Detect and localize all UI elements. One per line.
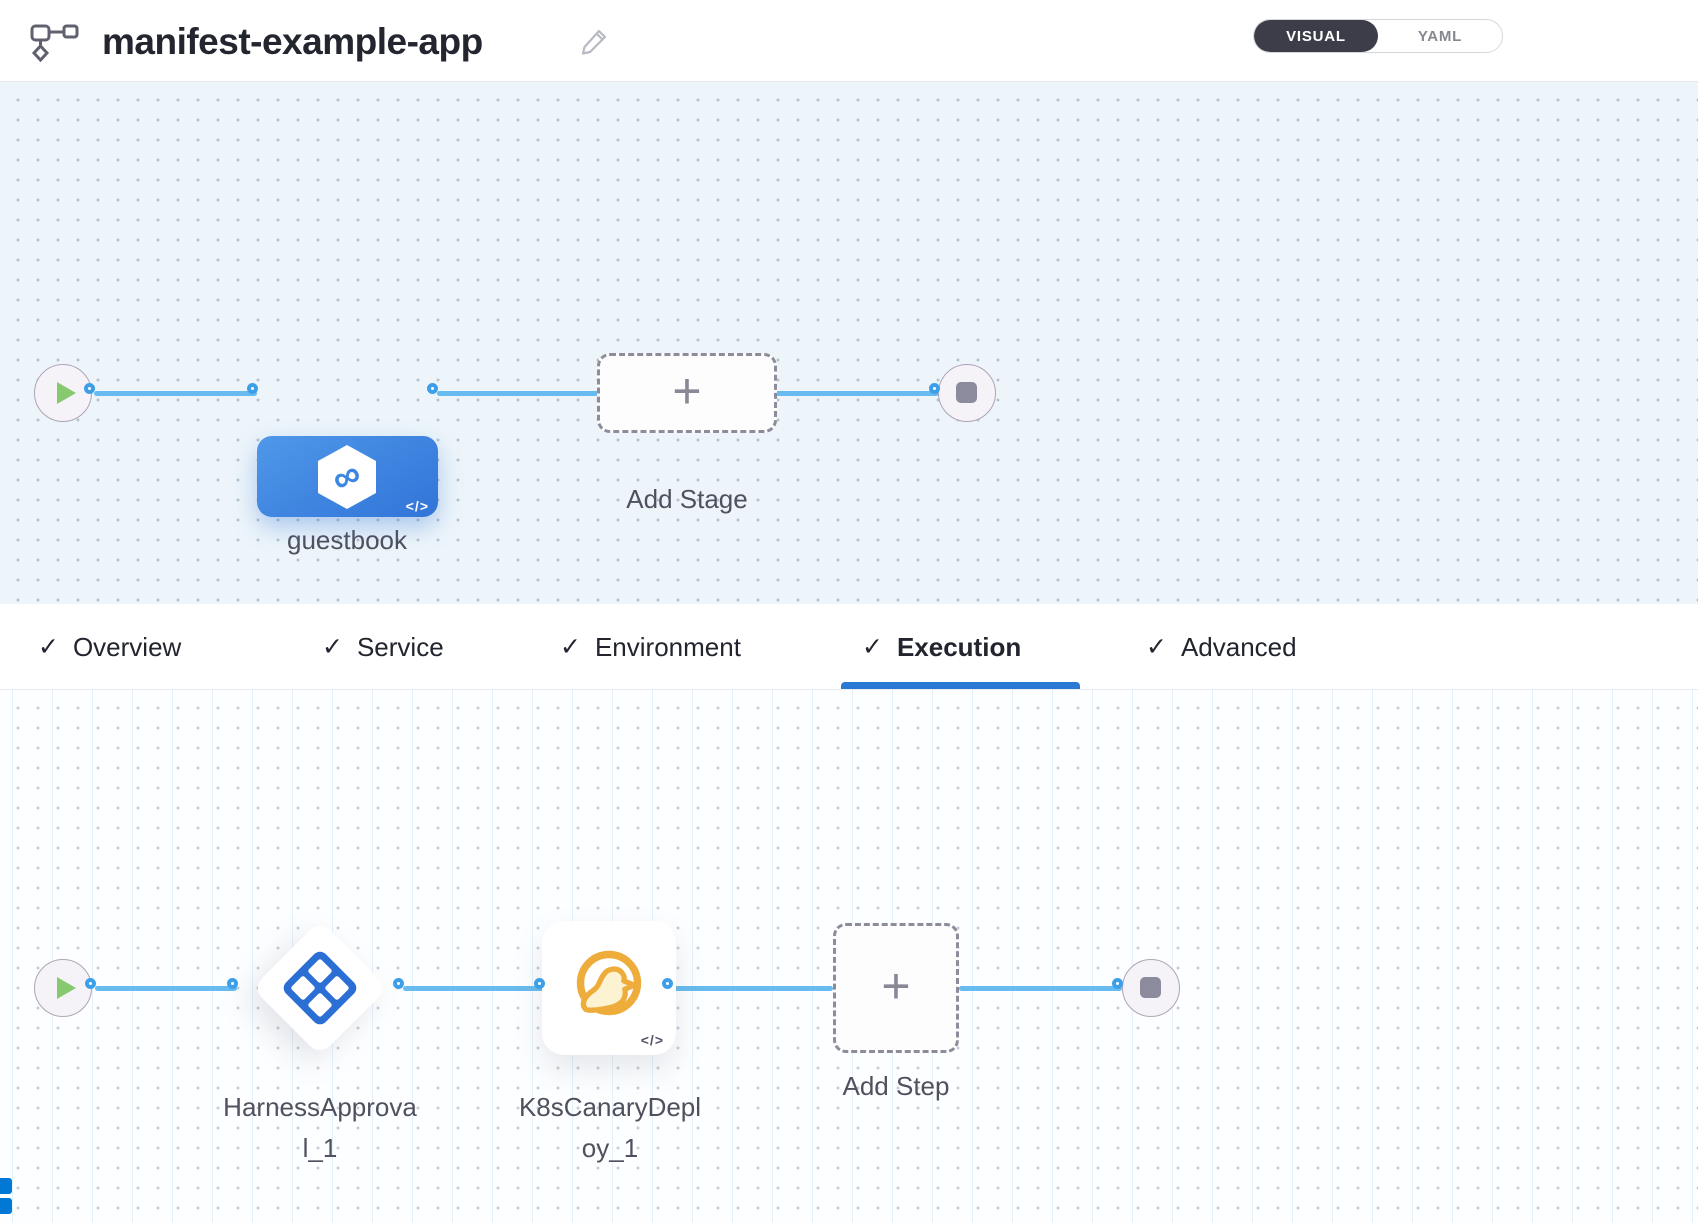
- connector-point: [427, 383, 438, 394]
- play-icon: [57, 977, 76, 999]
- step-node-harness-approval[interactable]: [252, 920, 388, 1056]
- tab-advanced[interactable]: ✓ Advanced: [1146, 604, 1297, 690]
- pipeline-icon: [30, 22, 82, 71]
- connector-point: [227, 978, 238, 989]
- stop-icon: [1140, 977, 1161, 998]
- connector-point: [1112, 978, 1123, 989]
- harness-approval-icon: [280, 948, 360, 1028]
- execution-start-node: [34, 959, 92, 1017]
- tab-label: Overview: [72, 631, 182, 662]
- edit-pencil-icon[interactable]: [578, 26, 610, 63]
- view-mode-toggle: VISUAL YAML: [1253, 19, 1503, 53]
- code-badge-icon: </>: [640, 1032, 664, 1048]
- tab-label: Advanced: [1180, 631, 1297, 662]
- connector-line: [95, 986, 237, 991]
- add-step-button[interactable]: +: [833, 923, 959, 1053]
- connector-line: [403, 986, 544, 991]
- tab-overview[interactable]: ✓ Overview: [38, 604, 181, 690]
- play-icon: [57, 382, 76, 404]
- connector-point: [84, 383, 95, 394]
- tab-label: Environment: [594, 631, 741, 662]
- check-icon: ✓: [862, 633, 883, 661]
- tab-label: Service: [356, 631, 444, 662]
- connector-point: [662, 978, 673, 989]
- pipeline-header: manifest-example-app VISUAL YAML: [0, 0, 1698, 82]
- check-icon: ✓: [38, 633, 59, 661]
- add-stage-label: Add Stage: [626, 484, 748, 514]
- step-name-label: HarnessApproval_1: [223, 1092, 417, 1163]
- connector-point: [85, 978, 96, 989]
- add-step-label: Add Step: [842, 1071, 950, 1101]
- connector-line: [775, 391, 939, 396]
- stage-canvas[interactable]: ∞ </> deploy-guestbook + Add Stage: [0, 82, 1698, 604]
- canvas-control-fragment[interactable]: [0, 1178, 12, 1194]
- cd-stage-hexagon-icon: ∞: [318, 445, 376, 509]
- tab-execution[interactable]: ✓ Execution: [862, 604, 1021, 690]
- pipeline-start-node: [34, 364, 92, 422]
- connector-line: [672, 986, 833, 991]
- execution-canvas[interactable]: HarnessApproval_1 </> K8sCanaryDeploy_1 …: [0, 690, 1698, 1222]
- connector-line: [94, 391, 257, 396]
- plus-icon: +: [881, 958, 911, 1014]
- add-stage-button[interactable]: +: [597, 353, 777, 433]
- connector-line: [959, 986, 1122, 991]
- canvas-control-fragment[interactable]: [0, 1198, 12, 1214]
- canary-icon: [576, 950, 642, 1016]
- tab-label: Execution: [896, 631, 1022, 662]
- infinity-icon: ∞: [325, 452, 369, 502]
- connector-point: [393, 978, 404, 989]
- connector-line: [437, 391, 599, 396]
- tab-environment[interactable]: ✓ Environment: [560, 604, 741, 690]
- stage-node-deploy-guestbook[interactable]: ∞ </>: [257, 436, 438, 517]
- check-icon: ✓: [560, 633, 581, 661]
- plus-icon: +: [672, 363, 702, 419]
- check-icon: ✓: [322, 633, 343, 661]
- connector-point: [247, 383, 258, 394]
- execution-end-node: [1122, 959, 1180, 1017]
- code-badge-icon: </>: [405, 498, 429, 514]
- pipeline-end-node: [938, 364, 996, 422]
- stop-icon: [956, 382, 977, 403]
- active-tab-indicator: [841, 682, 1080, 689]
- step-name-label: K8sCanaryDeploy_1: [518, 1092, 702, 1163]
- toggle-yaml-button[interactable]: YAML: [1417, 27, 1463, 45]
- check-icon: ✓: [1146, 633, 1167, 661]
- stage-config-tabs: ✓ Overview ✓ Service ✓ Environment ✓ Exe…: [0, 604, 1698, 690]
- connector-point: [534, 978, 545, 989]
- page-title: manifest-example-app: [102, 21, 483, 62]
- step-node-k8s-canary-deploy[interactable]: </>: [542, 921, 676, 1055]
- connector-point: [929, 383, 940, 394]
- tab-service[interactable]: ✓ Service: [322, 604, 444, 690]
- toggle-visual-button[interactable]: VISUAL: [1254, 20, 1378, 52]
